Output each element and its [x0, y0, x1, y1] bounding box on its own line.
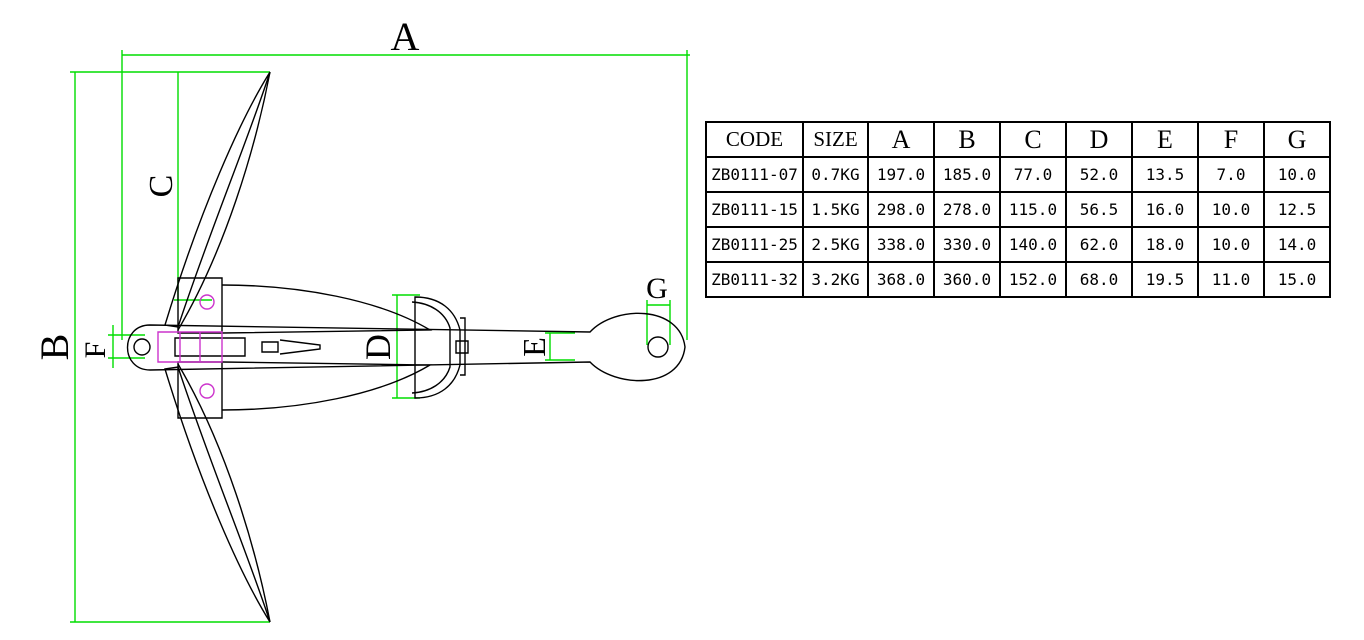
table-row: ZB0111-32 3.2KG 368.0 360.0 152.0 68.0 1… — [705, 261, 1331, 298]
table-cell: ZB0111-32 — [705, 261, 804, 298]
table-cell: 18.0 — [1131, 226, 1199, 263]
header-d: D — [1065, 121, 1133, 158]
anchor-technical-drawing: A B C D E F G — [32, 14, 690, 623]
table-row: ZB0111-25 2.5KG 338.0 330.0 140.0 62.0 1… — [705, 226, 1331, 263]
table-cell: 62.0 — [1065, 226, 1133, 263]
table-cell: 52.0 — [1065, 156, 1133, 193]
table-cell: ZB0111-25 — [705, 226, 804, 263]
table-cell: 11.0 — [1197, 261, 1265, 298]
header-c: C — [999, 121, 1067, 158]
table-cell: 185.0 — [933, 156, 1001, 193]
table-cell: 140.0 — [999, 226, 1067, 263]
anchor-outline — [126, 71, 686, 623]
table-row: ZB0111-07 0.7KG 197.0 185.0 77.0 52.0 13… — [705, 156, 1331, 193]
table-row: ZB0111-15 1.5KG 298.0 278.0 115.0 56.5 1… — [705, 191, 1331, 228]
table-cell: 197.0 — [867, 156, 935, 193]
dim-label-e: E — [516, 337, 552, 357]
header-code: CODE — [705, 121, 804, 158]
header-size: SIZE — [802, 121, 869, 158]
table-cell: 2.5KG — [802, 226, 869, 263]
table-cell: 68.0 — [1065, 261, 1133, 298]
table-cell: 115.0 — [999, 191, 1067, 228]
spec-table: CODE SIZE A B C D E F G ZB0111-07 0.7KG … — [705, 121, 1331, 298]
header-g: G — [1263, 121, 1331, 158]
dim-label-g: G — [646, 272, 668, 305]
table-cell: 56.5 — [1065, 191, 1133, 228]
dim-label-f: F — [79, 342, 112, 359]
table-cell: 360.0 — [933, 261, 1001, 298]
table-cell: 3.2KG — [802, 261, 869, 298]
table-cell: 298.0 — [867, 191, 935, 228]
table-cell: 330.0 — [933, 226, 1001, 263]
header-b: B — [933, 121, 1001, 158]
table-cell: ZB0111-15 — [705, 191, 804, 228]
header-e: E — [1131, 121, 1199, 158]
table-cell: ZB0111-07 — [705, 156, 804, 193]
table-cell: 10.0 — [1263, 156, 1331, 193]
header-f: F — [1197, 121, 1265, 158]
table-cell: 10.0 — [1197, 226, 1265, 263]
table-cell: 0.7KG — [802, 156, 869, 193]
table-cell: 10.0 — [1197, 191, 1265, 228]
dim-label-a: A — [391, 14, 420, 59]
table-cell: 77.0 — [999, 156, 1067, 193]
table-cell: 15.0 — [1263, 261, 1331, 298]
dim-label-d: D — [358, 334, 398, 360]
table-cell: 12.5 — [1263, 191, 1331, 228]
table-cell: 7.0 — [1197, 156, 1265, 193]
table-cell: 152.0 — [999, 261, 1067, 298]
pin-parts — [157, 294, 223, 399]
table-cell: 13.5 — [1131, 156, 1199, 193]
table-cell: 368.0 — [867, 261, 935, 298]
table-cell: 1.5KG — [802, 191, 869, 228]
table-cell: 16.0 — [1131, 191, 1199, 228]
header-a: A — [867, 121, 935, 158]
table-cell: 19.5 — [1131, 261, 1199, 298]
dim-label-c: C — [143, 175, 180, 198]
dim-label-b: B — [32, 334, 77, 361]
dimension-lines — [70, 50, 690, 623]
table-header-row: CODE SIZE A B C D E F G — [705, 121, 1331, 158]
table-cell: 278.0 — [933, 191, 1001, 228]
table-cell: 14.0 — [1263, 226, 1331, 263]
table-cell: 338.0 — [867, 226, 935, 263]
